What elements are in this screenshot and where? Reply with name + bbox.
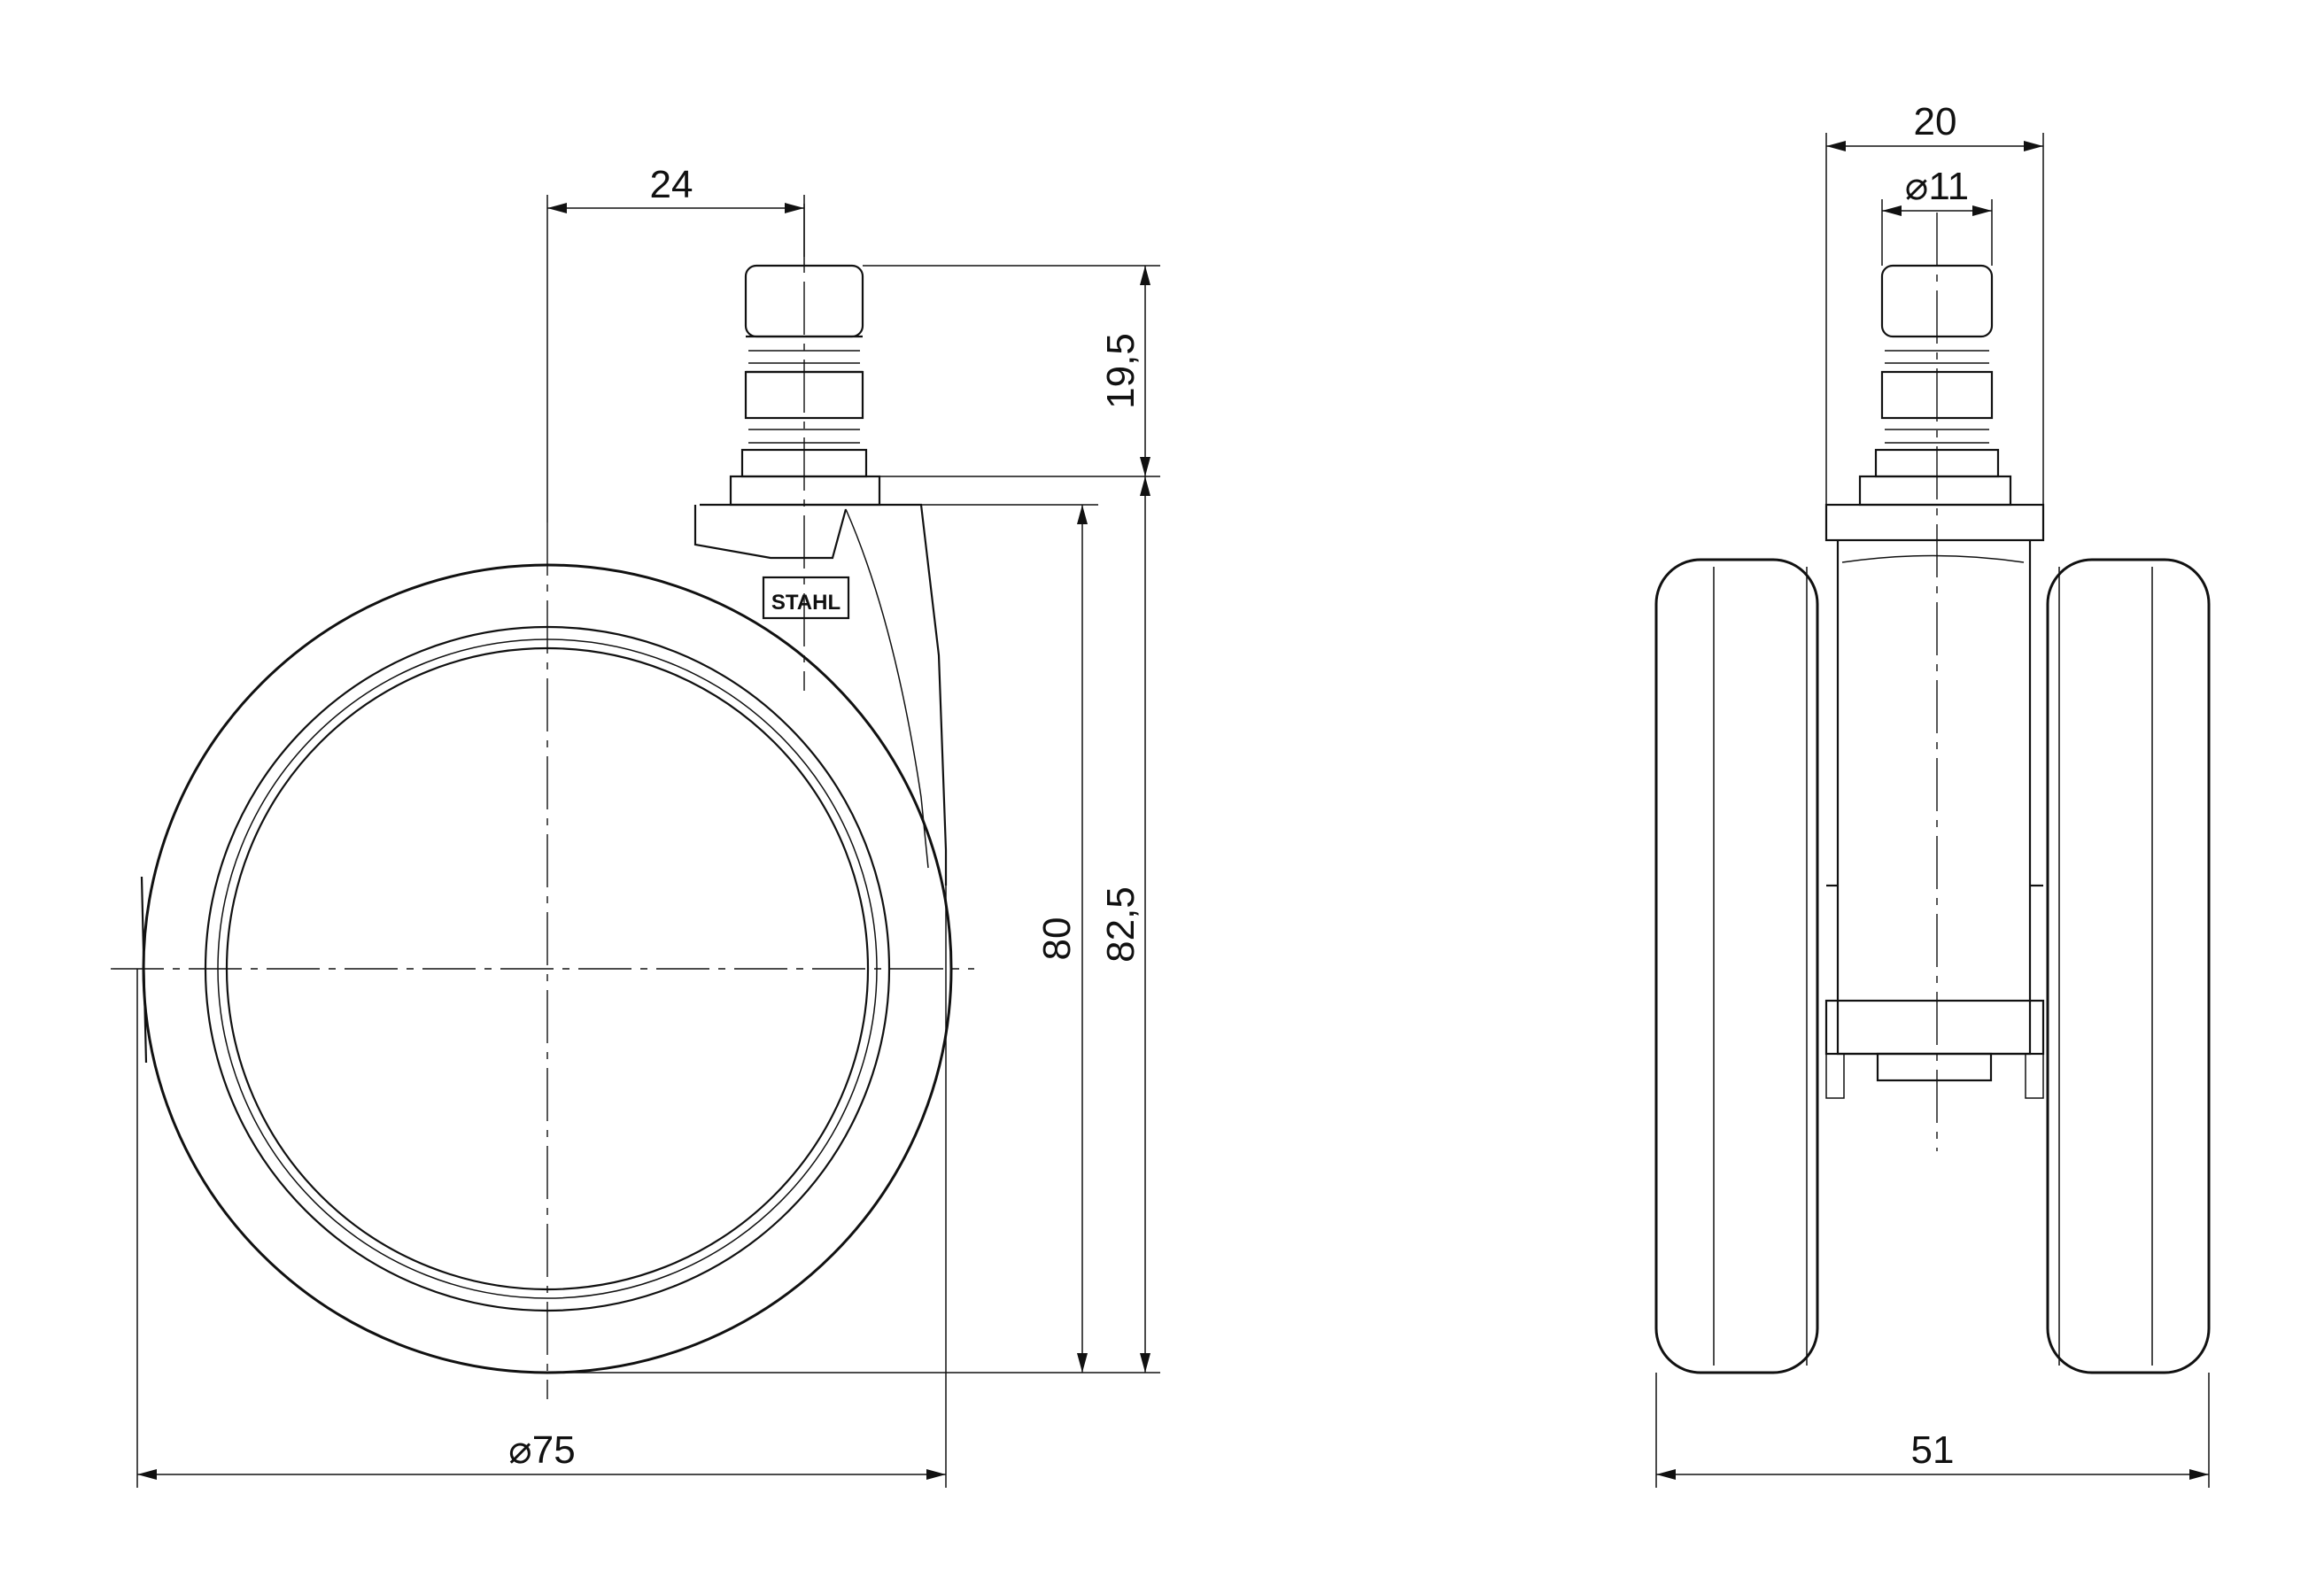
dim-stem-height: 19,5 [1099,333,1143,409]
front-housing-cap [1824,503,2045,542]
dim-stem-width: 20 [1914,100,1957,143]
front-dimensions: 20 ⌀11 51 [1655,100,2210,1488]
housing-cap [693,505,848,560]
housing-hood-inner [845,508,929,869]
front-view [1654,213,2211,1374]
dim-stem-diameter: ⌀11 [1905,165,1969,208]
side-dimensions: 24 19,5 80 82,5 ⌀75 [136,163,1160,1488]
front-housing-body [1836,540,2032,1056]
right-wheel [2046,558,2211,1374]
dim-wheel-height: 80 [1035,917,1079,961]
brand-logo: STAHL [762,576,850,620]
dim-total-width: 51 [1911,1428,1955,1472]
brand-logo-text: STAHL [771,591,841,615]
axle-block [1824,999,2045,1056]
housing-left-edge [140,876,148,1064]
dim-stem-offset: 24 [650,163,693,206]
dim-total-height: 82,5 [1099,886,1143,963]
stem [729,264,881,507]
side-view: STAHL [111,204,974,1399]
dim-wheel-diameter: ⌀75 [508,1428,575,1472]
front-stem [1858,264,2012,507]
housing-hood [700,503,948,886]
left-wheel [1654,558,1819,1374]
